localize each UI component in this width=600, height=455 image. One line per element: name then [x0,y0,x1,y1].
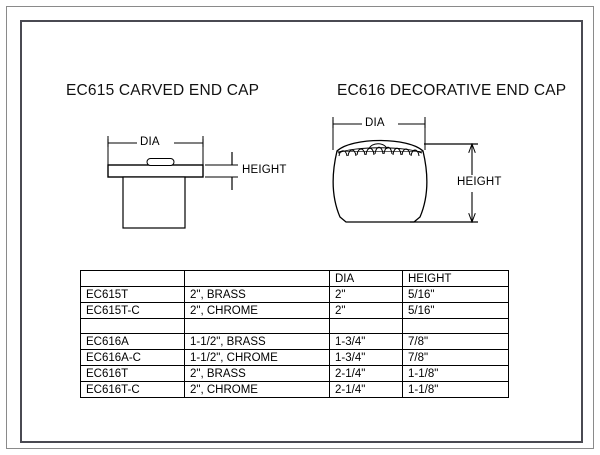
header-desc [184,270,330,287]
cell-dia: 2-1/4" [329,365,403,382]
cell-height: 7/8" [402,333,509,350]
sheet-border-outer [6,6,594,449]
cell-code: EC616T [80,365,185,382]
cell-description: 2", CHROME [184,381,330,398]
cell-code: EC616A-C [80,349,185,366]
ec615-height-label: HEIGHT [240,164,289,176]
cell-description: 1-1/2", CHROME [184,349,330,366]
header-dia: DIA [329,270,403,287]
table-row: EC616T-C 2", CHROME 2-1/4" 1-1/8" [80,381,509,398]
cell-height: 5/16" [402,302,509,319]
cell-code: EC615T [80,286,185,303]
cell-height: 7/8" [402,349,509,366]
ec616-height-label: HEIGHT [455,176,504,188]
cell-description: 2", BRASS [184,286,330,303]
cell-dia: 2-1/4" [329,381,403,398]
header-height: HEIGHT [402,270,509,287]
cell-description: 2", BRASS [184,365,330,382]
cell-description [184,318,330,334]
cell-description: 2", CHROME [184,302,330,319]
cell-height [402,318,509,334]
cell-height: 1-1/8" [402,365,509,382]
cell-dia: 1-3/4" [329,333,403,350]
specification-table: DIA HEIGHT EC615T 2", BRASS 2" 5/16" EC6… [80,270,509,398]
table-header-row: DIA HEIGHT [80,270,509,287]
cell-dia: 2" [329,286,403,303]
table-row-spacer [80,318,509,334]
ec616-dia-label: DIA [363,117,387,129]
cell-height: 1-1/8" [402,381,509,398]
cell-height: 5/16" [402,286,509,303]
table-row: EC615T-C 2", CHROME 2" 5/16" [80,302,509,319]
table-row: EC616T 2", BRASS 2-1/4" 1-1/8" [80,365,509,382]
cell-code: EC615T-C [80,302,185,319]
table-row: EC616A-C 1-1/2", CHROME 1-3/4" 7/8" [80,349,509,366]
cell-dia [329,318,403,334]
cell-code: EC616A [80,333,185,350]
cell-dia: 1-3/4" [329,349,403,366]
ec615-dia-label: DIA [138,136,162,148]
table-row: EC616A 1-1/2", BRASS 1-3/4" 7/8" [80,333,509,350]
table-row: EC615T 2", BRASS 2" 5/16" [80,286,509,303]
drawing-title-ec616: EC616 DECORATIVE END CAP [337,82,567,99]
drawing-title-ec615: EC615 CARVED END CAP [66,82,260,99]
cell-dia: 2" [329,302,403,319]
header-code [80,270,185,287]
cell-description: 1-1/2", BRASS [184,333,330,350]
cell-code [80,318,185,334]
cell-code: EC616T-C [80,381,185,398]
